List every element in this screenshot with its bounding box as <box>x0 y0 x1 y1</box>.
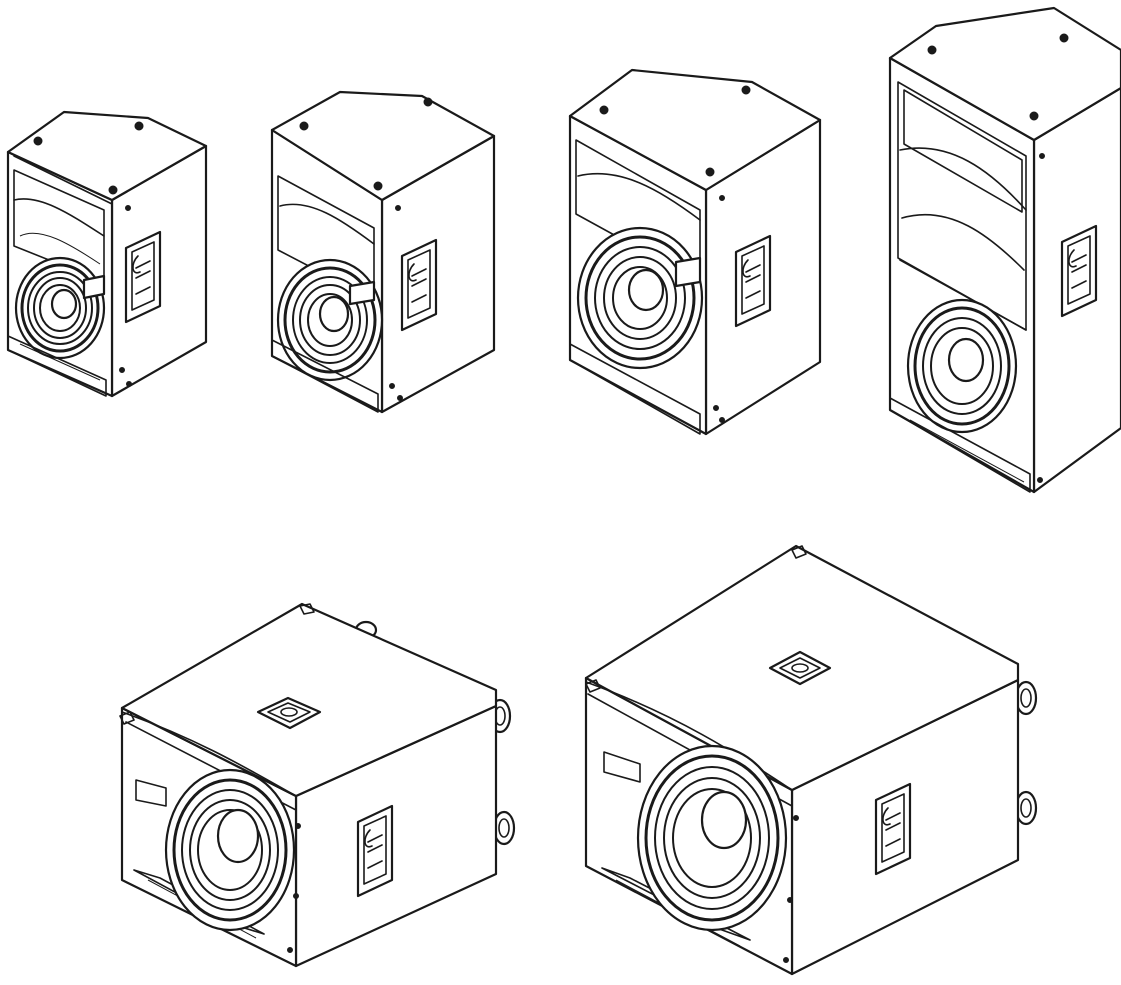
speaker-4 <box>888 6 1121 494</box>
subwoofer-2 <box>584 544 1038 976</box>
subwoofer-1 <box>119 602 516 968</box>
caster-icon <box>1014 680 1038 826</box>
speaker-1 <box>6 110 208 398</box>
speaker-3 <box>568 68 822 436</box>
speaker-2 <box>270 90 496 414</box>
